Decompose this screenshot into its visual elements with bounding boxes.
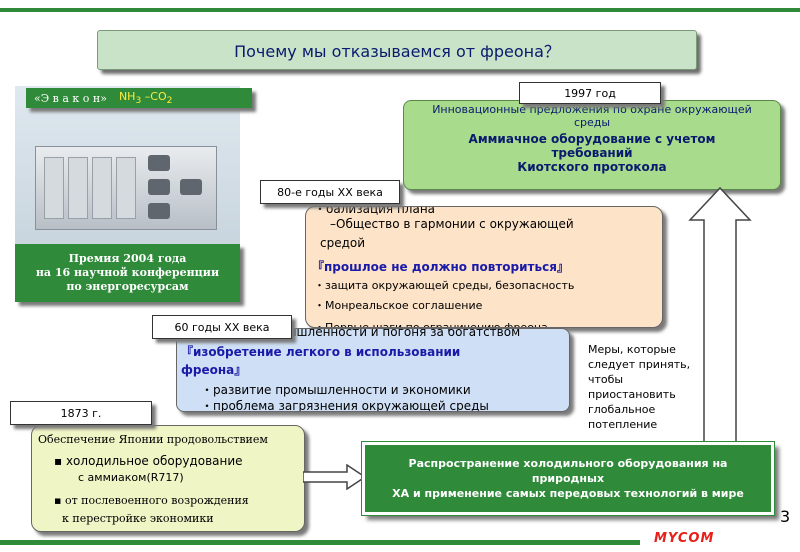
prize-line: по энергоресурсам	[66, 280, 189, 293]
era80-item: ・защита окружающей среды, безопасность	[314, 279, 575, 292]
era60-item: ・развитие промышленности и экономики	[201, 383, 471, 397]
note-line: потепление	[588, 418, 658, 431]
right-arrow-icon	[303, 464, 367, 490]
y1873-heading: Обеспечение Японии продовольствием	[38, 433, 268, 446]
unit-door	[44, 157, 64, 219]
chem-nh: NH	[118, 89, 136, 103]
label-80s: 80-е годы XX века	[260, 180, 400, 204]
y1873-bullet: ▪ холодильное оборудование	[54, 454, 243, 468]
era80-item: ・бализация плана	[314, 206, 436, 216]
prize-line: на 16 научной конференции	[35, 266, 220, 279]
box-bottom: Распространение холодильного оборудовани…	[365, 445, 771, 512]
era60-item: ・развитие промышленности и погоня за бог…	[181, 328, 521, 339]
box-1873: Обеспечение Японии продовольствием ▪ хол…	[31, 425, 305, 532]
fan-icon	[180, 179, 202, 195]
era60-item: фреона』	[181, 363, 247, 377]
bottom-divider	[0, 540, 640, 545]
box-1997-line: Киотского протокола	[517, 160, 667, 174]
bottom-line: природных	[531, 472, 605, 485]
up-arrow-icon	[688, 186, 752, 447]
equipment-photo	[15, 86, 240, 246]
bottom-line: Распространение холодильного оборудовани…	[408, 457, 728, 470]
fan-icon	[148, 155, 170, 171]
bottom-line: ХА и применение самых передовых технолог…	[392, 487, 744, 500]
note-line: Меры, которые	[588, 343, 676, 356]
era80-item: 『прошлое не должно повториться』	[312, 260, 569, 274]
label-1997: 1997 год	[519, 82, 661, 104]
label-60s: 60 годы XX века	[152, 315, 292, 339]
note-line: глобальное	[588, 403, 656, 416]
unit-door	[68, 157, 88, 219]
label-1873: 1873 г.	[10, 401, 152, 425]
era80-item: –Общество в гармонии с окружающей	[330, 217, 574, 231]
fan-icon	[148, 203, 170, 219]
chemical-formula: NH3 –CO2	[119, 90, 173, 106]
chem-sub-2: 2	[166, 95, 173, 107]
unit-door	[92, 157, 112, 219]
box-1997: Инновационные предложения по охране окру…	[403, 100, 781, 190]
page-number: 3	[780, 507, 791, 526]
y1873-bullet-text: холодильное оборудование	[65, 454, 243, 468]
era80-item: средой	[320, 236, 366, 250]
page-title: Почему мы отказываемся от фреона？	[97, 30, 697, 70]
box-80s: ・бализация плана –Общество в гармонии с …	[305, 206, 663, 328]
refrigeration-unit-image	[35, 146, 217, 230]
y1873-bullet-text: с аммиаком(R717)	[78, 471, 184, 484]
box-60s: ・развитие промышленности и погоня за бог…	[176, 328, 570, 412]
box-1997-line: среды	[573, 116, 611, 129]
note-line: приостановить	[588, 388, 676, 401]
note-line: следует принять,	[588, 358, 691, 371]
evakon-name: «Э в а к о н»	[34, 91, 107, 105]
unit-door	[116, 157, 136, 219]
y1873-bullet: ▪ от послевоенного возрождения	[54, 494, 249, 507]
chem-sub-3: 3	[135, 95, 142, 107]
brand-logo: MYCOM	[654, 531, 715, 546]
evakon-caption: «Э в а к о н» NH3 –CO2	[26, 88, 252, 108]
era60-item: 『изобретение легкого в использовании	[181, 345, 461, 359]
box-1997-line: требований	[551, 146, 633, 160]
prize-line: Премия 2004 года	[68, 252, 187, 265]
box-1997-line: Аммиачное оборудование с учетом	[468, 132, 716, 146]
chem-co: –CO	[141, 89, 167, 103]
fan-icon	[148, 179, 170, 195]
top-divider	[0, 8, 800, 12]
era80-item: ・Монреальское соглашение	[314, 299, 483, 312]
note-line: чтобы	[588, 373, 624, 386]
y1873-bullet-text: к перестройке экономики	[62, 512, 214, 525]
y1873-bullet-text: от послевоенного возрождения	[64, 494, 249, 507]
era60-item: ・проблема загрязнения окружающей среды	[201, 399, 489, 412]
measures-note: Меры, которые следует принять, чтобы при…	[588, 342, 708, 432]
prize-box: Премия 2004 года на 16 научной конференц…	[15, 244, 240, 302]
era80-item: ・Первые шаги по ограничению фреона	[314, 321, 548, 328]
box-1997-line: Инновационные предложения по охране окру…	[432, 103, 752, 116]
